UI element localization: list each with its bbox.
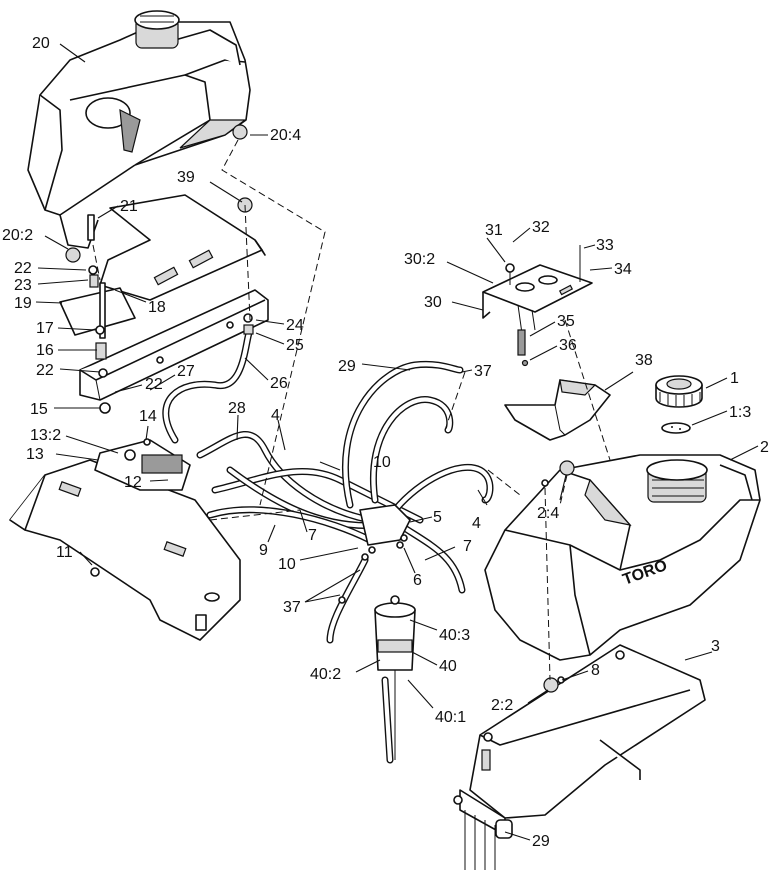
callout-40-2: 40:2 [310,666,341,683]
callout-31: 31 [485,222,503,239]
left-channel-bracket [79,289,269,401]
callout-40-1: 40:1 [435,709,466,726]
callout-16: 16 [36,342,54,359]
callout-32: 32 [532,219,550,236]
alignment-lines [92,139,611,681]
cap-gasket [661,422,691,434]
fuel-filter [374,595,416,764]
callout-27: 27 [177,363,195,380]
callout-6: 6 [413,572,422,589]
callout-34: 34 [614,261,632,278]
tee-fitting [359,504,411,554]
callout-36: 36 [559,337,577,354]
callout-15: 15 [30,401,48,418]
callout-8: 8 [591,662,600,679]
callout-25: 25 [286,337,304,354]
callout-40: 40 [439,658,457,675]
callout-7-left: 7 [308,527,317,544]
callout-1-3: 1:3 [729,404,751,421]
callout-1: 1 [730,370,739,387]
callout-30: 30 [424,294,442,311]
callout-2-4: 2:4 [537,505,559,522]
callout-30-2: 30:2 [404,251,435,268]
callout-29-upper: 29 [338,358,356,375]
callout-23: 23 [14,277,32,294]
leader-lines [35,43,759,841]
callout-4-left: 4 [271,407,280,424]
callout-26: 26 [270,375,288,392]
callout-10-lower: 10 [278,556,296,573]
callout-18: 18 [148,299,166,316]
callout-20-4: 20:4 [270,127,301,144]
callout-13: 13 [26,446,44,463]
callout-22-middle: 22 [36,362,54,379]
callout-20: 20 [32,35,50,52]
callout-24: 24 [286,317,304,334]
callout-9: 9 [259,542,268,559]
right-fuel-tank: TORO [484,454,761,661]
left-upper-bracket [99,194,266,301]
callout-39: 39 [177,169,195,186]
callout-28: 28 [228,400,246,417]
callout-22-upper: 22 [14,260,32,277]
callout-2: 2 [760,439,769,456]
right-frame [453,644,706,870]
left-frame [9,459,241,641]
callout-19: 19 [14,295,32,312]
callout-29-lower: 29 [532,833,550,850]
callout-4-right: 4 [472,515,481,532]
callout-7-right: 7 [463,538,472,555]
fuel-cap [655,375,703,408]
callout-37-upper: 37 [474,363,492,380]
callout-11: 11 [56,544,73,561]
mounting-plate [482,245,593,367]
callout-14: 14 [139,408,157,425]
callout-12: 12 [124,474,142,491]
callout-5: 5 [433,509,442,526]
callout-22-lower: 22 [145,376,163,393]
callout-33: 33 [596,237,614,254]
callout-10-upper: 10 [373,454,391,471]
callout-37-lower: 37 [283,599,301,616]
callout-38: 38 [635,352,653,369]
left-fuel-tank [27,10,251,249]
callout-17: 17 [36,320,54,337]
callout-40-3: 40:3 [439,627,470,644]
heat-shield [504,379,611,441]
callout-13-2: 13:2 [30,427,61,444]
callout-2-2: 2:2 [491,697,513,714]
callout-labels: 20 20:4 39 21 20:2 22 23 19 18 17 16 22 … [2,35,769,850]
callout-21: 21 [120,198,138,215]
callout-20-2: 20:2 [2,227,33,244]
callout-3: 3 [711,638,720,655]
callout-35: 35 [557,313,575,330]
